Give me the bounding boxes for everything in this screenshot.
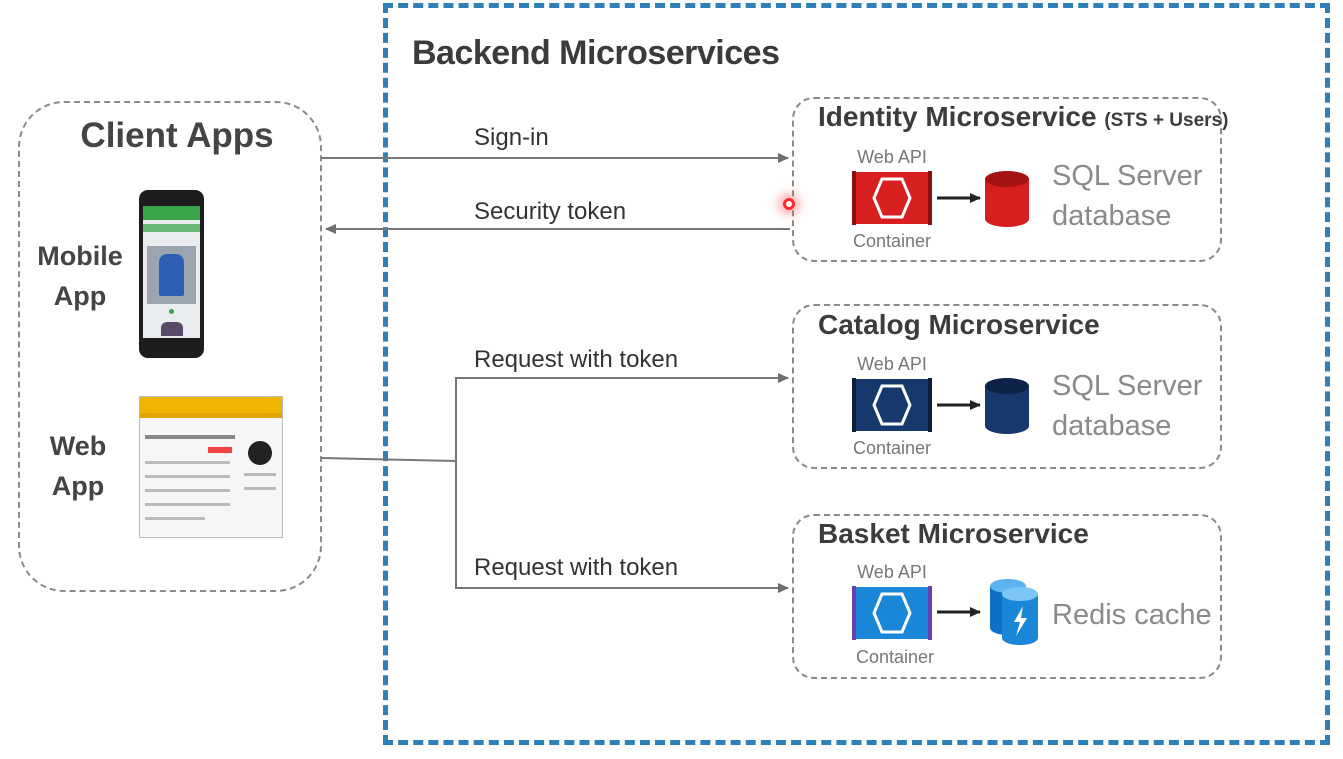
web-app-label-line2: App [51,471,105,501]
catalog-microservice-title: Catalog Microservice [818,309,1100,340]
identity-microservice-box [792,97,1222,262]
security-token-label: Security token [474,198,627,225]
backend-microservices-boundary [383,3,1330,745]
backend-title: Backend Microservices [412,34,780,72]
web-app-label-line1: Web [49,431,107,461]
identity-database-icon [985,171,1029,227]
basket-container-label: Container [855,647,935,667]
catalog-store-line1: SQL Server [1052,370,1203,402]
basket-container-icon [852,586,932,640]
basket-request-label: Request with token [474,554,679,581]
identity-microservice-title: Identity Microservice (STS + Users) [818,101,1228,133]
identity-container-icon [852,171,932,225]
basket-request-arrow [455,461,789,593]
catalog-store-line2: database [1052,410,1172,442]
identity-webapi-label: Web API [857,147,927,167]
basket-microservice-box [792,514,1222,679]
mobile-app-label-line2: App [53,281,107,311]
catalog-request-arrow [321,373,789,463]
client-apps-box [18,101,322,592]
mouse-pointer-highlight [783,198,795,210]
catalog-database-icon [985,378,1029,434]
mobile-phone-icon [139,190,204,358]
catalog-store-label: SQL Server database [1052,366,1202,446]
catalog-webapi-label: Web API [857,354,927,374]
redis-cache-icon [990,579,1038,645]
identity-title-suffix: (STS + Users) [1104,110,1229,131]
basket-store-label: Redis cache [1052,599,1212,631]
identity-store-line1: SQL Server [1052,160,1203,192]
identity-container-label: Container [852,231,932,251]
mobile-app-label: Mobile App [28,236,132,316]
web-app-screenshot-icon [139,396,283,538]
identity-store-line2: database [1052,200,1172,232]
basket-microservice-title: Basket Microservice [818,518,1089,549]
catalog-request-label: Request with token [474,346,679,373]
catalog-container-icon [852,378,932,432]
mobile-app-label-line1: Mobile [37,241,123,271]
client-apps-title: Client Apps [80,116,274,155]
catalog-microservice-box [792,304,1222,469]
catalog-container-label: Container [852,438,932,458]
basket-webapi-label: Web API [857,562,927,582]
identity-title-text: Identity Microservice [818,101,1097,132]
web-app-label: Web App [28,426,128,506]
sign-in-label: Sign-in [474,124,549,151]
identity-store-label: SQL Server database [1052,156,1202,236]
